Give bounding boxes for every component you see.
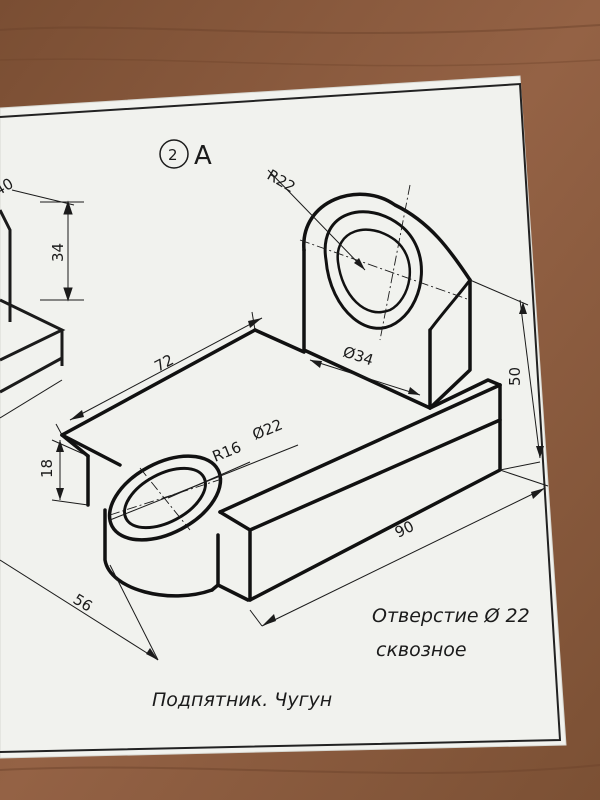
task-number: 2 — [168, 146, 178, 164]
dimension-18: 18 — [38, 459, 56, 478]
note-hole-line2: сквозное — [376, 639, 467, 661]
task-variant: A — [194, 141, 212, 171]
dimension-arrows — [56, 258, 545, 660]
task-label: 2 A — [159, 139, 212, 171]
dimension-50: 50 — [506, 367, 524, 386]
partial-left-drawing — [0, 189, 84, 419]
isometric-part — [60, 192, 502, 602]
center-lines — [109, 184, 471, 531]
dimension-lines — [0, 169, 549, 661]
part-caption: Подпятник. Чугун — [152, 689, 332, 711]
dimension-34-left: 34 — [49, 243, 67, 262]
note-hole-line1: Отверстие Ø 22 — [372, 605, 530, 627]
